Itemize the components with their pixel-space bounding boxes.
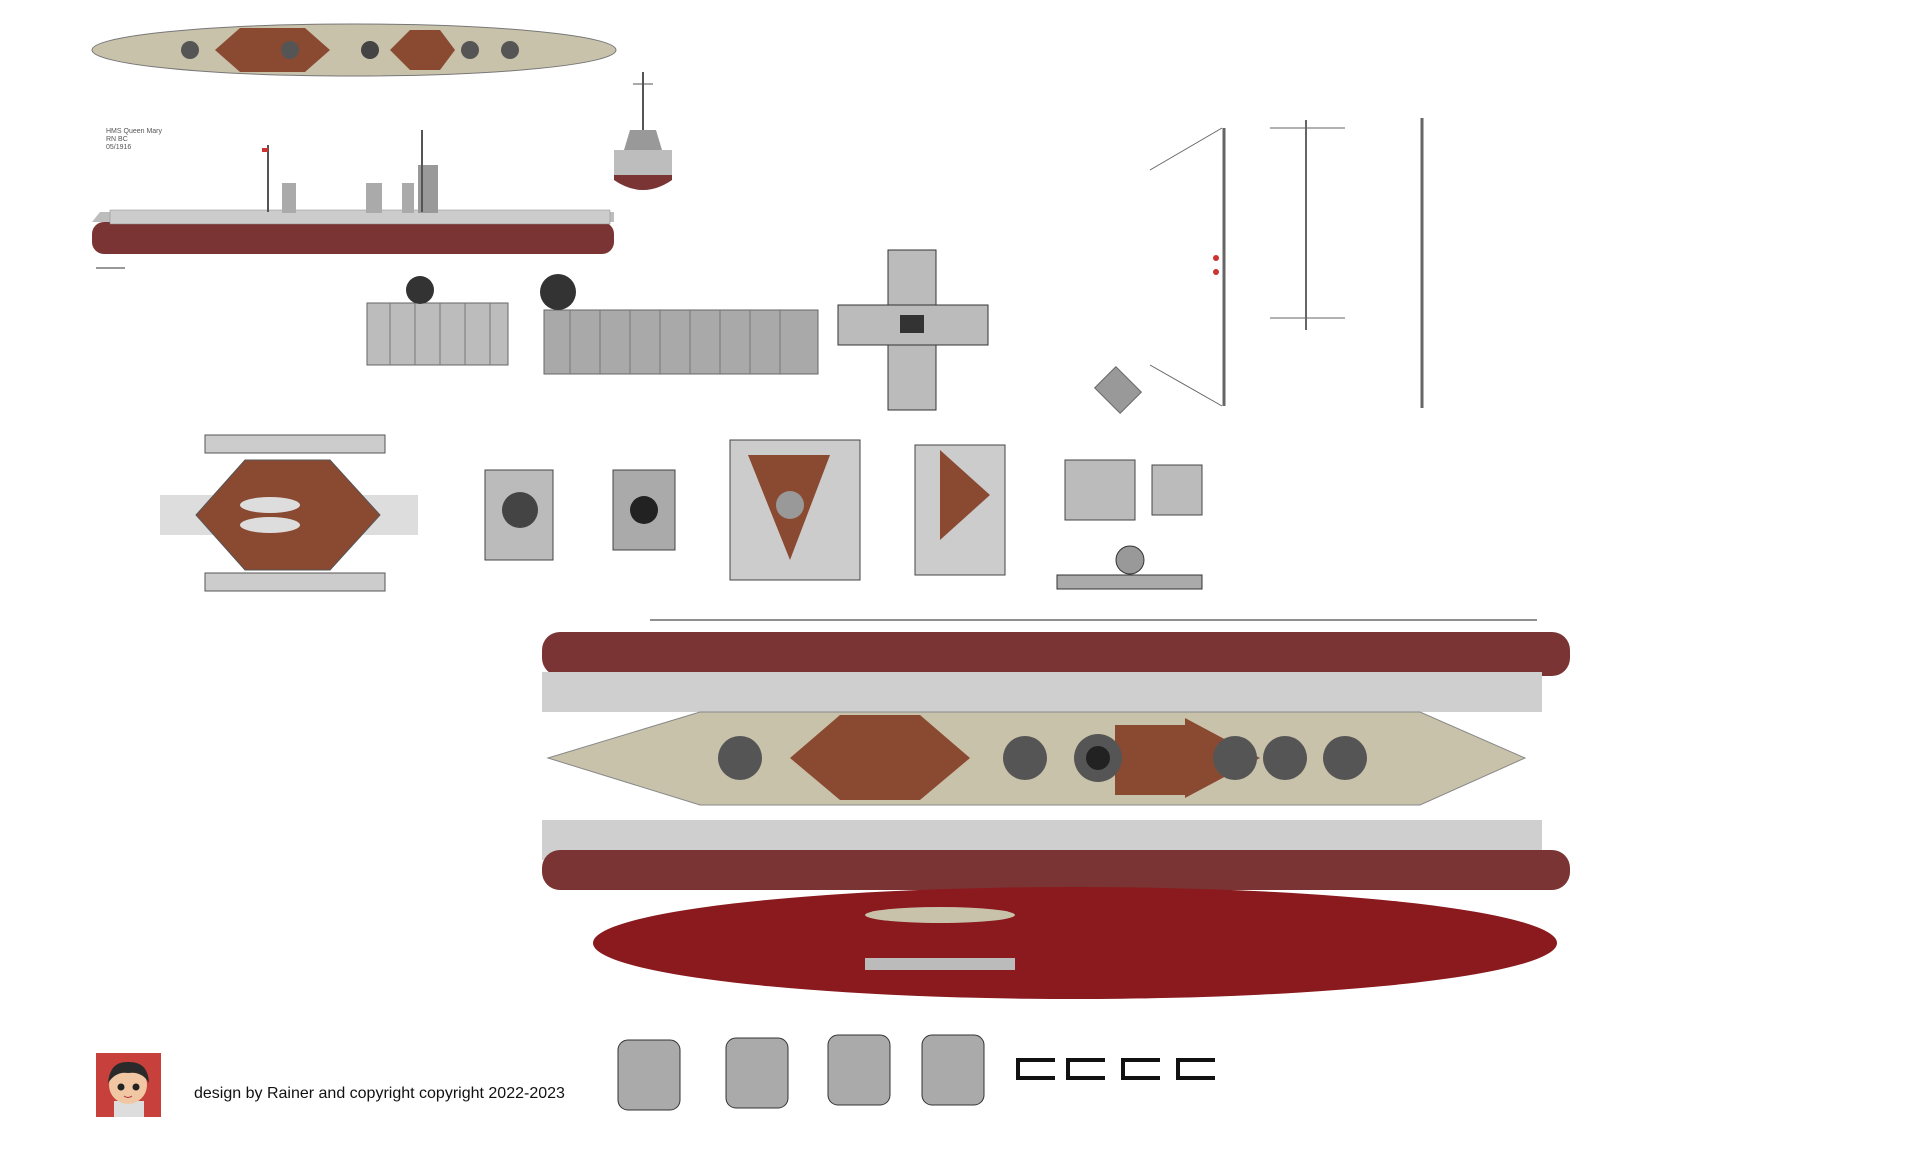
cross-part [837, 249, 989, 411]
ship-date: 05/1916 [106, 144, 132, 151]
side-profile [92, 130, 614, 269]
bracket-parts [1016, 1058, 1215, 1080]
ship-name: HMS Queen Mary [106, 128, 163, 135]
mast-parts [1093, 118, 1424, 415]
author-avatar [96, 1053, 161, 1117]
turret-drum-parts [366, 274, 819, 375]
main-hull-part [542, 619, 1570, 890]
display-stand-part [593, 887, 1557, 999]
front-view [614, 72, 672, 190]
ship-class: RN BC [106, 136, 128, 143]
ship-title-block: HMS Queen Mary RN BC 05/1916 [106, 128, 162, 152]
superstructure-parts [160, 434, 1203, 592]
top-deck-view [91, 23, 617, 77]
boat-parts [617, 1034, 985, 1111]
copyright-text: design by Rainer and copyright copyright… [194, 1085, 565, 1102]
